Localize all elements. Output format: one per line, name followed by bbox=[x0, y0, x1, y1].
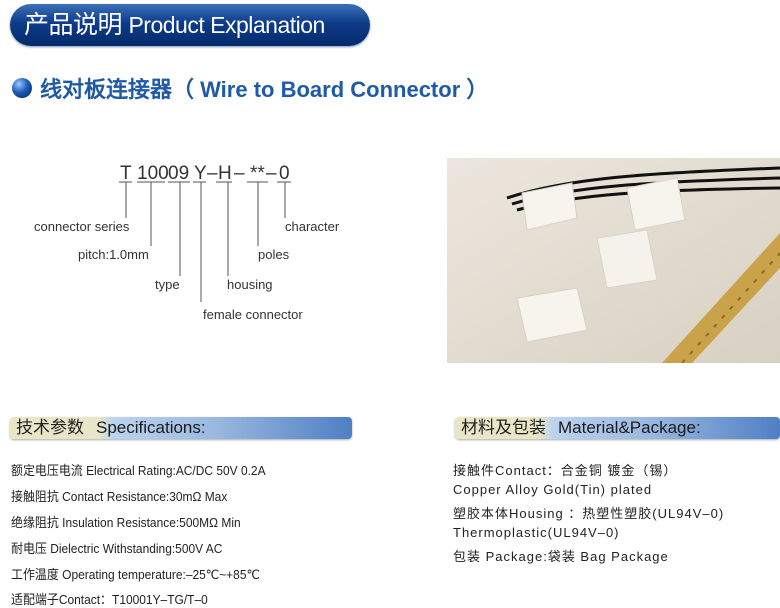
spec-item: 额定电压电流 Electrical Rating:AC/DC 50V 0.2A bbox=[11, 463, 266, 478]
banner-en: Product Explanation bbox=[128, 12, 325, 38]
section-title: 线对板连接器（ Wire to Board Connector ） bbox=[12, 72, 488, 104]
code-seg-series: T bbox=[120, 163, 132, 184]
specifications-header: 技术参数 Specifications: bbox=[10, 417, 352, 439]
leader-lines bbox=[119, 181, 291, 302]
label-character: character bbox=[285, 219, 340, 234]
material-header-en: Material&Package: bbox=[558, 418, 701, 437]
label-poles: poles bbox=[258, 247, 290, 262]
spec-item: 接触阻抗 Contact Resistance:30mΩ Max bbox=[11, 489, 228, 504]
bullet-ball-icon bbox=[12, 78, 32, 98]
code-seg-character: 0 bbox=[279, 163, 290, 184]
spec-item: 绝缘阻抗 Insulation Resistance:500MΩ Min bbox=[11, 515, 241, 530]
label-housing: housing bbox=[227, 277, 273, 292]
material-header-cn: 材料及包装 bbox=[461, 418, 546, 437]
spec-item: 耐电压 Dielectric Withstanding:500V AC bbox=[11, 541, 223, 556]
spec-item: 工作温度 Operating temperature:–25℃~+85℃ bbox=[11, 567, 260, 582]
part-number-diagram: T 100 09 Y – H – ** – 0 connector series… bbox=[34, 163, 340, 322]
spec-item: 适配端子Contact：T10001Y–TG/T–0 bbox=[11, 592, 208, 607]
code-seg-pitch: 100 bbox=[137, 163, 169, 184]
material-item: 包装 Package:袋装 Bag Package bbox=[453, 549, 669, 564]
label-type: type bbox=[155, 277, 180, 292]
specs-header-en: Specifications: bbox=[96, 418, 206, 437]
code-dash: – bbox=[234, 163, 245, 184]
material-item: Copper Alloy Gold(Tin) plated bbox=[453, 482, 653, 497]
banner-cn: 产品说明 bbox=[24, 11, 123, 39]
section-title-text: 线对板连接器（ Wire to Board Connector ） bbox=[40, 77, 489, 102]
code-seg-poles: ** bbox=[250, 163, 265, 184]
code-seg-female: Y bbox=[194, 163, 207, 184]
material-item: 塑胶本体Housing ：热塑性塑胶(UL94V–0) bbox=[453, 506, 725, 521]
label-female-connector: female connector bbox=[203, 307, 303, 322]
label-connector-series: connector series bbox=[34, 219, 130, 234]
code-seg-housing: H bbox=[218, 163, 232, 184]
connector-product-photo bbox=[447, 158, 780, 363]
material-item: Thermoplastic(UL94V–0) bbox=[453, 525, 620, 540]
material-header: 材料及包装 Material&Package: bbox=[455, 417, 780, 439]
label-pitch: pitch:1.0mm bbox=[78, 247, 149, 262]
code-dash: – bbox=[266, 163, 277, 184]
product-explanation-banner: 产品说明 Product Explanation bbox=[10, 4, 370, 46]
specs-header-cn: 技术参数 bbox=[16, 418, 84, 437]
code-dash: – bbox=[207, 163, 218, 184]
material-item: 接触件Contact：合金铜 镀金（锡） bbox=[453, 463, 678, 478]
code-seg-type: 09 bbox=[168, 163, 189, 184]
